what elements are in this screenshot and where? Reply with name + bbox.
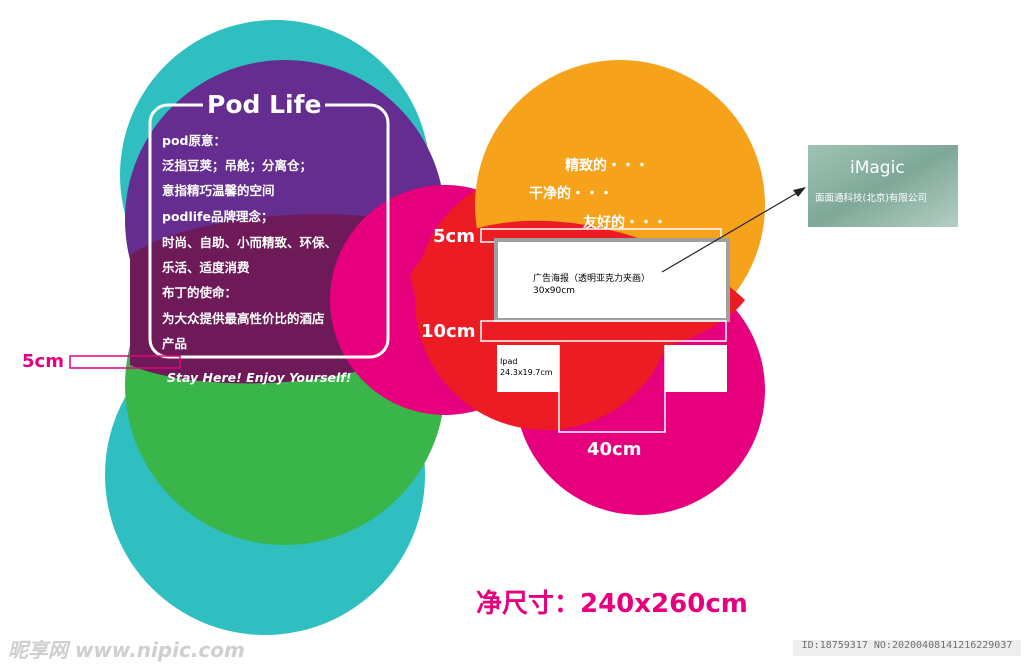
middle-strip — [480, 320, 727, 342]
poster-frame — [494, 238, 730, 322]
sign-company: 面面通科技(北京)有限公司 — [815, 193, 927, 204]
intro-line-2: 泛指豆荚；吊舱；分离仓； — [162, 158, 313, 173]
watermark-logo: 昵享网 www.nipic.com — [8, 638, 245, 662]
intro-line-8: 为大众提供最高性价比的酒店 — [162, 311, 325, 326]
dim-label-top: 5cm — [433, 226, 475, 247]
ipad-box-left — [497, 345, 559, 392]
intro-line-7: 布丁的使命： — [162, 285, 238, 300]
intro-line-6: 乐活、适度消费 — [162, 260, 250, 275]
poster-size: 30x90cm — [533, 286, 575, 296]
arrow-line — [661, 189, 803, 273]
pod-life-title: Pod Life — [203, 90, 326, 119]
ipad-name: Ipad — [500, 357, 518, 366]
bottom-bracket — [558, 345, 666, 433]
intro-line-1: pod原意： — [162, 133, 226, 148]
margin-label-left: 5cm — [22, 351, 64, 372]
slogan: Stay Here! Enjoy Yourself! — [167, 370, 352, 385]
intro-line-4: podlife品牌理念； — [162, 209, 274, 224]
sign-plaque — [808, 145, 958, 227]
quality-friendly: 友好的・・・ — [583, 215, 667, 231]
ipad-label: Ipad 24.3x19.7cm — [500, 356, 553, 378]
quality-refined: 精致的・・・ — [565, 158, 649, 174]
ipad-size: 24.3x19.7cm — [500, 368, 553, 377]
ipad-box-right — [665, 345, 727, 392]
intro-line-5: 时尚、自助、小而精致、环保、 — [162, 235, 338, 250]
margin-indicator-left — [69, 355, 181, 369]
poster-title: 广告海报（透明亚克力夹画） — [533, 274, 651, 284]
total-size: 净尺寸：240x260cm — [476, 589, 748, 619]
dim-label-bottom: 40cm — [587, 439, 642, 460]
intro-line-9: 产品 — [162, 336, 188, 351]
dim-label-middle: 10cm — [421, 321, 476, 342]
watermark-id: ID:18759317 NO:20200408141216229037 — [793, 640, 1021, 656]
arrow-head-icon — [793, 187, 806, 197]
quality-clean: 干净的・・・ — [529, 186, 613, 202]
sign-brand: iMagic — [850, 158, 905, 178]
intro-line-3: 意指精巧温馨的空间 — [162, 183, 275, 198]
